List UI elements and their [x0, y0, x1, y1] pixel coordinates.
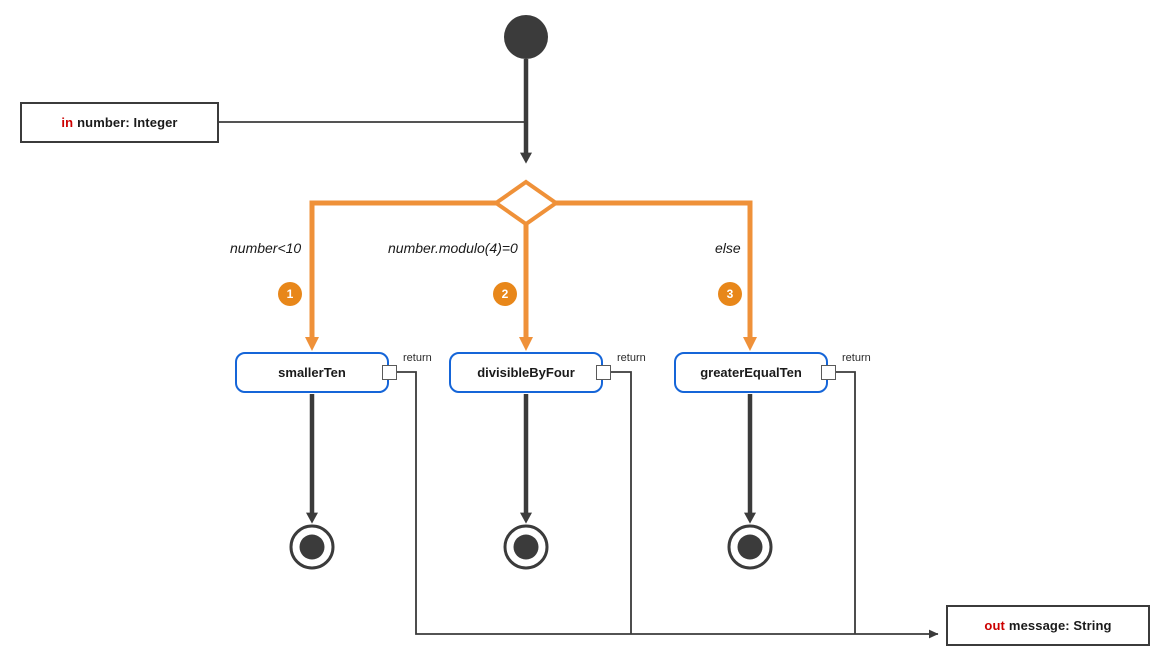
input-parameter-label: number: Integer — [77, 115, 178, 130]
object-flow-return-3 — [835, 371, 856, 634]
branch-flow-3 — [556, 200, 757, 351]
object-flow-return-2 — [610, 371, 632, 634]
output-parameter-label: message: String — [1008, 618, 1112, 633]
action-node-label: divisibleByFour — [477, 365, 575, 380]
initial-node — [504, 15, 548, 59]
output-pin-label-1: return — [403, 352, 432, 364]
branch-flow-1 — [305, 200, 496, 351]
output-pin-return-1[interactable] — [382, 365, 397, 380]
branch-badge-1[interactable]: 1 — [278, 282, 302, 306]
guard-label-3: else — [715, 240, 741, 256]
decision-node — [492, 179, 560, 227]
output-pin-label-2: return — [617, 352, 646, 364]
activity-final-node-3 — [727, 524, 773, 570]
input-parameter-direction: in — [61, 115, 74, 130]
action-node-label: greaterEqualTen — [700, 365, 802, 380]
activity-final-node-1 — [289, 524, 335, 570]
action-node-label: smallerTen — [278, 365, 346, 380]
action-node-greaterequalten[interactable]: greaterEqualTen — [674, 352, 828, 393]
action-node-smallerten[interactable]: smallerTen — [235, 352, 389, 393]
output-parameter-node[interactable]: out message: String — [946, 605, 1150, 646]
activity-final-node-2 — [503, 524, 549, 570]
input-parameter-node[interactable]: in number: Integer — [20, 102, 219, 143]
object-flow-return-1 — [396, 371, 939, 639]
action-node-divisiblebyfour[interactable]: divisibleByFour — [449, 352, 603, 393]
output-pin-return-2[interactable] — [596, 365, 611, 380]
output-pin-label-3: return — [842, 352, 871, 364]
branch-badge-2[interactable]: 2 — [493, 282, 517, 306]
guard-label-2: number.modulo(4)=0 — [388, 240, 518, 256]
output-parameter-direction: out — [984, 618, 1005, 633]
guard-label-1: number<10 — [230, 240, 302, 256]
branch-badge-3[interactable]: 3 — [718, 282, 742, 306]
output-pin-return-3[interactable] — [821, 365, 836, 380]
